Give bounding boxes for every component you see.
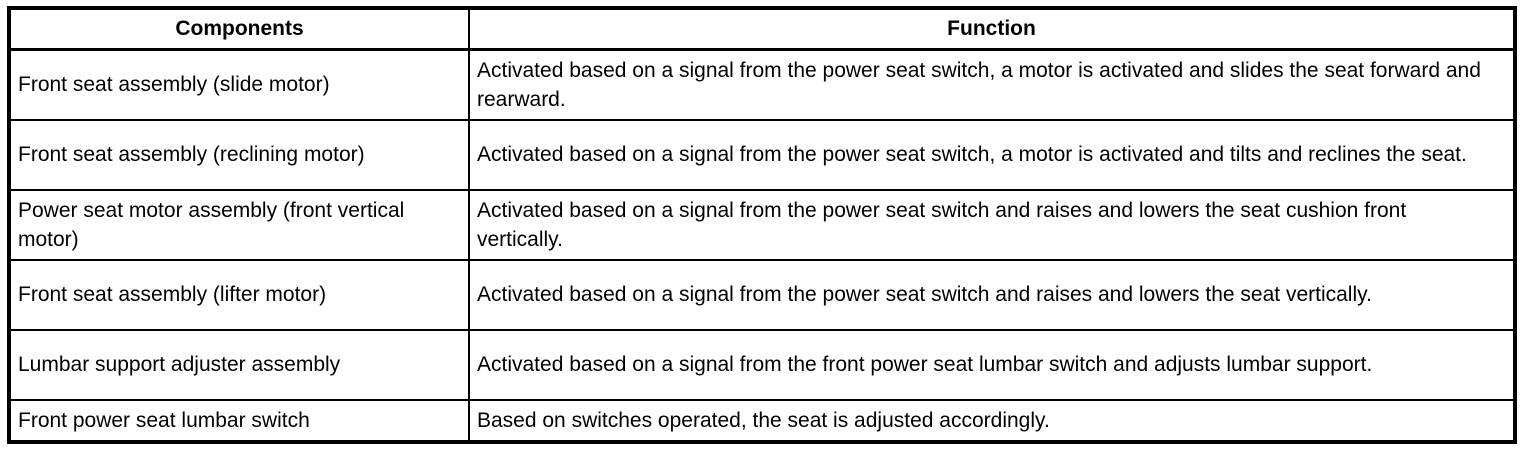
components-function-table: Components Function Front seat assembly … [7, 6, 1517, 444]
component-cell: Front power seat lumbar switch [9, 398, 469, 442]
component-cell: Lumbar support adjuster assembly [9, 328, 469, 400]
component-cell: Power seat motor assembly (front vertica… [9, 188, 469, 260]
table-header-row: Components Function [9, 8, 1515, 51]
function-cell: Activated based on a signal from the pow… [468, 118, 1515, 190]
function-cell: Activated based on a signal from the pow… [468, 258, 1515, 330]
component-cell: Front seat assembly (slide motor) [9, 48, 469, 120]
table-row: Power seat motor assembly (front vertica… [9, 188, 1515, 260]
table-row: Front seat assembly (slide motor) Activa… [9, 48, 1515, 120]
function-cell: Activated based on a signal from the pow… [468, 188, 1515, 260]
document-page: Components Function Front seat assembly … [7, 6, 1517, 444]
table-row: Front power seat lumbar switch Based on … [9, 398, 1515, 442]
function-cell: Activated based on a signal from the fro… [468, 328, 1515, 400]
table-row: Front seat assembly (lifter motor) Activ… [9, 258, 1515, 330]
component-cell: Front seat assembly (reclining motor) [9, 118, 469, 190]
column-header-components: Components [9, 8, 469, 51]
table-row: Front seat assembly (reclining motor) Ac… [9, 118, 1515, 190]
function-cell: Based on switches operated, the seat is … [468, 398, 1515, 442]
column-header-function: Function [468, 8, 1515, 51]
table-row: Lumbar support adjuster assembly Activat… [9, 328, 1515, 400]
component-cell: Front seat assembly (lifter motor) [9, 258, 469, 330]
function-cell: Activated based on a signal from the pow… [468, 48, 1515, 120]
